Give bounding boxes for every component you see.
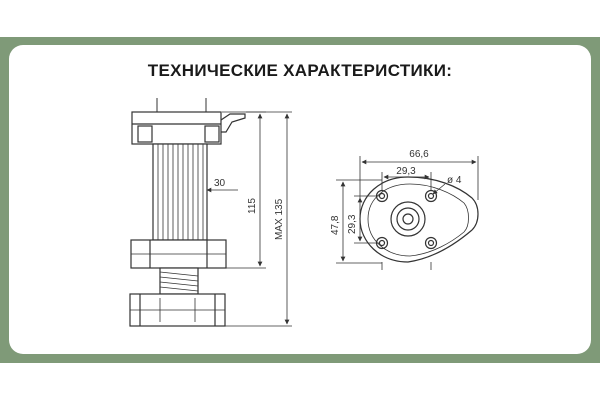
dim-label-length: 66,6 <box>409 149 429 160</box>
dim-label-hole-spacing-y: 29,3 <box>347 214 358 234</box>
dimension-width <box>336 179 382 264</box>
dimension-length <box>359 156 479 200</box>
dim-label-width: 47,8 <box>330 215 341 235</box>
dimension-hole-spacing-y <box>354 195 380 244</box>
dimension-hole <box>432 183 446 195</box>
leg-top-view <box>359 176 479 270</box>
leg-side-view <box>129 98 246 327</box>
dim-label-diameter: 30 <box>214 178 226 189</box>
dimension-hole-spacing-x <box>381 172 432 190</box>
dim-label-height: 115 <box>247 198 258 214</box>
page-title: ТЕХНИЧЕСКИЕ ХАРАКТЕРИСТИКИ: <box>147 61 453 80</box>
dim-label-max-height: MAX 135 <box>274 198 285 240</box>
green-frame: ТЕХНИЧЕСКИЕ ХАРАКТЕРИСТИКИ: <box>0 37 600 363</box>
spec-card: ТЕХНИЧЕСКИЕ ХАРАКТЕРИСТИКИ: <box>9 45 591 354</box>
dim-label-hole: ø 4 <box>447 175 462 186</box>
dimension-max-height <box>225 111 292 327</box>
dim-label-hole-spacing-x: 29,3 <box>396 166 416 177</box>
